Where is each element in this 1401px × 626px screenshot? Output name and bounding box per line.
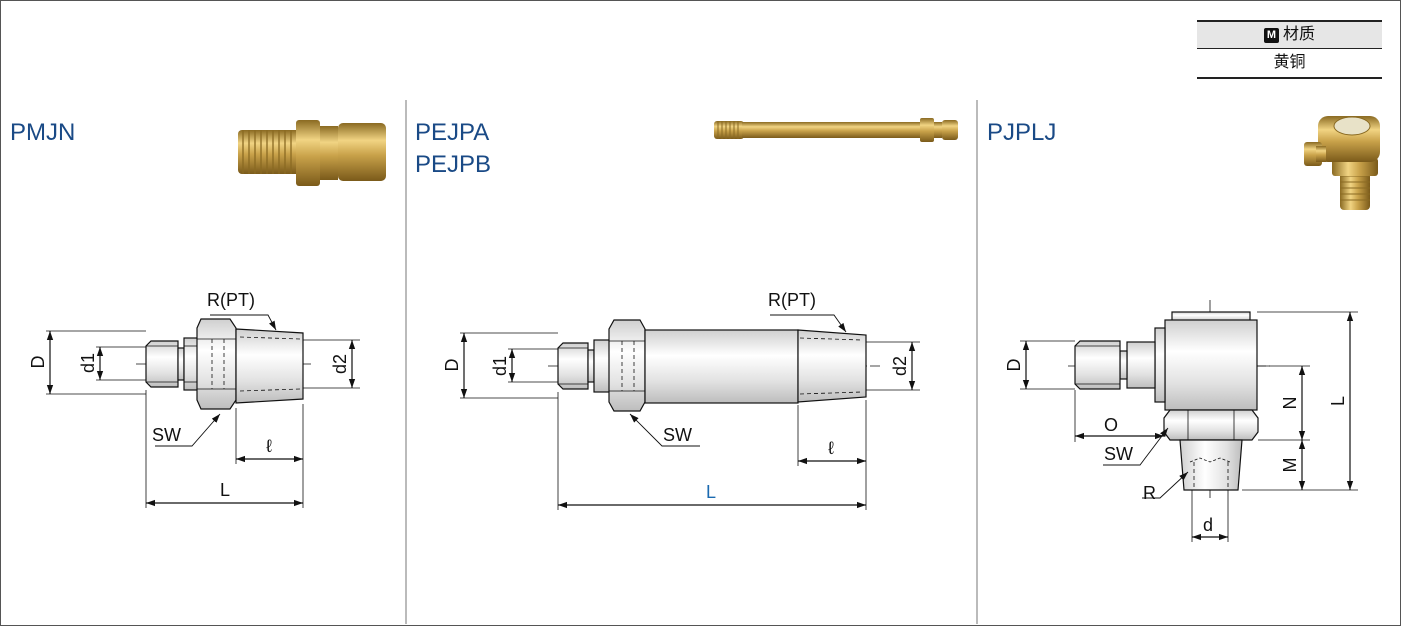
pejp-drawing <box>460 314 920 510</box>
material-header-label: 材质 <box>1282 26 1315 43</box>
pmjn-d2-label: d2 <box>330 354 350 374</box>
pjplj-O-label: O <box>1104 415 1118 435</box>
pjplj-R-label: R <box>1143 483 1156 503</box>
pejp-d1-label: d1 <box>490 356 510 376</box>
pjplj-M-label: M <box>1280 458 1300 473</box>
panel-2-title-b: PEJPB <box>415 151 492 178</box>
panel-3-title: PJPLJ <box>987 119 1057 146</box>
pejp-D-label: D <box>442 359 462 372</box>
pejp-ell-label: ℓ <box>828 438 834 458</box>
pmjn-SW-label: SW <box>152 425 181 445</box>
pjplj-d-label: d <box>1203 515 1213 535</box>
pmjn-D-label: D <box>28 356 48 369</box>
material-value: 黄铜 <box>1197 49 1382 79</box>
pmjn-photo <box>238 120 386 186</box>
pjplj-photo <box>1304 116 1380 210</box>
pejp-SW-label: SW <box>663 425 692 445</box>
material-badge: M <box>1263 28 1279 43</box>
pmjn-drawing <box>46 314 360 508</box>
pjplj-drawing <box>1020 300 1358 542</box>
pjplj-L-label: L <box>1328 396 1348 406</box>
pejp-thread-label: R(PT) <box>768 290 816 310</box>
panel-1-title: PMJN <box>10 119 76 146</box>
pjplj-SW-label: SW <box>1104 444 1133 464</box>
pejpa-photo <box>714 118 958 142</box>
pmjn-d1-label: d1 <box>78 353 98 373</box>
pmjn-L-label: L <box>220 480 230 500</box>
pjplj-D-label: D <box>1004 359 1024 372</box>
pejp-d2-label: d2 <box>890 356 910 376</box>
pjplj-N-label: N <box>1280 397 1300 410</box>
pejp-L-label: L <box>706 482 716 502</box>
pmjn-ell-label: ℓ <box>266 436 272 456</box>
pmjn-thread-label: R(PT) <box>207 290 255 310</box>
panel-2-title-a: PEJPA <box>415 119 490 146</box>
